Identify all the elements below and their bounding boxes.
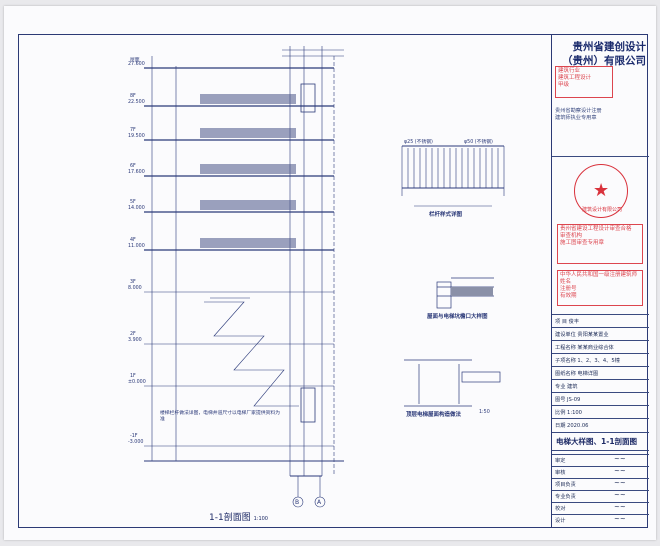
title-block: 贵州省建创设计 （贵州）有限公司 建筑行业 建筑工程设计 甲级 贵州省勘察设计注… bbox=[551, 34, 649, 528]
company-name: 贵州省建创设计 （贵州）有限公司 bbox=[562, 41, 646, 67]
floor-name: 5F bbox=[130, 200, 136, 205]
floor-name: 2F bbox=[130, 332, 136, 337]
signature-mark: ~~ bbox=[614, 515, 626, 523]
title-block-field: 图纸名称 电梯详图 bbox=[555, 370, 599, 377]
floor-elevation: 17.600 bbox=[128, 170, 145, 175]
review-stamp: 贵州省建设工程设计审查合格 审查机构 施工图审查专用章 bbox=[557, 224, 643, 264]
detail1-title: 栏杆样式详图 bbox=[429, 212, 463, 218]
signature-role: 审定 bbox=[555, 458, 566, 464]
axis-a: A bbox=[317, 499, 322, 506]
signature-role: 专业负责 bbox=[555, 494, 576, 500]
railing-dim-b: φ50 (不锈钢) bbox=[464, 140, 493, 145]
stair-hatch bbox=[200, 94, 296, 104]
seal-text: 建筑设计有限公司 bbox=[582, 207, 623, 213]
title-block-field: 日期 2020.06 bbox=[555, 422, 589, 429]
floor-elevation: 3.900 bbox=[128, 338, 142, 343]
title-block-field: 图号 JS-09 bbox=[555, 396, 581, 403]
qualification-stamp: 建筑行业 建筑工程设计 甲级 bbox=[555, 66, 613, 98]
title-block-field: 子项名称 1、2、3、4、5幢 bbox=[555, 357, 620, 364]
floor-elevation: 14.000 bbox=[128, 206, 145, 211]
floor-name: -1F bbox=[130, 434, 138, 439]
main-section-title: 1-1剖面图 1:100 bbox=[209, 513, 268, 523]
drawing-frame bbox=[18, 34, 648, 528]
floor-elevation: ±0.000 bbox=[128, 380, 146, 385]
office-list: 贵州省勘察设计注册 建筑师执业专用章 bbox=[555, 108, 602, 121]
floor-name: 屋面 bbox=[130, 58, 140, 63]
floor-name: 3F bbox=[130, 280, 136, 285]
stair-hatch bbox=[200, 200, 296, 210]
signature-mark: ~~ bbox=[614, 491, 626, 499]
section-linework bbox=[144, 46, 505, 508]
signature-role: 校对 bbox=[555, 506, 566, 512]
title-block-field: 工程名称 某某商业综合体 bbox=[555, 344, 614, 351]
signature-mark: ~~ bbox=[614, 503, 626, 511]
floor-elevation: 11.000 bbox=[128, 244, 145, 249]
floor-name: 6F bbox=[130, 164, 136, 169]
stair-hatch bbox=[200, 164, 296, 174]
architect-stamp: 中华人民共和国一级注册建筑师 姓名 注册号 有效期 bbox=[557, 270, 643, 306]
company-seal bbox=[574, 164, 628, 218]
floor-elevation: 27.600 bbox=[128, 62, 145, 67]
detail2-title: 屋面与电梯坑檐口大样图 bbox=[427, 314, 488, 320]
floor-name: 4F bbox=[130, 238, 136, 243]
signature-mark: ~~ bbox=[614, 455, 626, 463]
floor-elevation: 19.500 bbox=[128, 134, 145, 139]
signature-mark: ~~ bbox=[614, 467, 626, 475]
seal-star-icon: ★ bbox=[593, 180, 610, 201]
floor-name: 8F bbox=[130, 94, 136, 99]
title-block-field: 比例 1:100 bbox=[555, 409, 582, 416]
signature-role: 审核 bbox=[555, 470, 566, 476]
axis-b: B bbox=[295, 499, 300, 506]
drawing-title: 电梯大样图、1-1剖面图 bbox=[556, 437, 638, 446]
detail3-title: 顶层电梯屋面构造做法 bbox=[406, 412, 462, 418]
signature-mark: ~~ bbox=[614, 479, 626, 487]
floor-name: 7F bbox=[130, 128, 136, 133]
title-block-field: 专业 建筑 bbox=[555, 383, 578, 390]
floor-elevation: 8.000 bbox=[128, 286, 142, 291]
floor-elevation: 22.500 bbox=[128, 100, 145, 105]
title-block-field: 项 目 俊丰 bbox=[555, 318, 580, 325]
drawing-note: 楼梯栏杆做法详图，电梯井道尺寸以电梯厂家提供资料为准 bbox=[160, 411, 280, 422]
floor-name: 1F bbox=[130, 374, 136, 379]
floor-elevation: -3.000 bbox=[128, 440, 144, 445]
signature-role: 设计 bbox=[555, 518, 566, 524]
stair-hatch bbox=[200, 128, 296, 138]
stair-hatch bbox=[200, 238, 296, 248]
title-block-field: 建设单位 贵阳某某置业 bbox=[555, 331, 609, 338]
railing-dim-a: φ25 (不锈钢) bbox=[404, 140, 433, 145]
detail3-scale: 1:50 bbox=[479, 410, 490, 415]
signature-role: 项目负责 bbox=[555, 482, 576, 488]
